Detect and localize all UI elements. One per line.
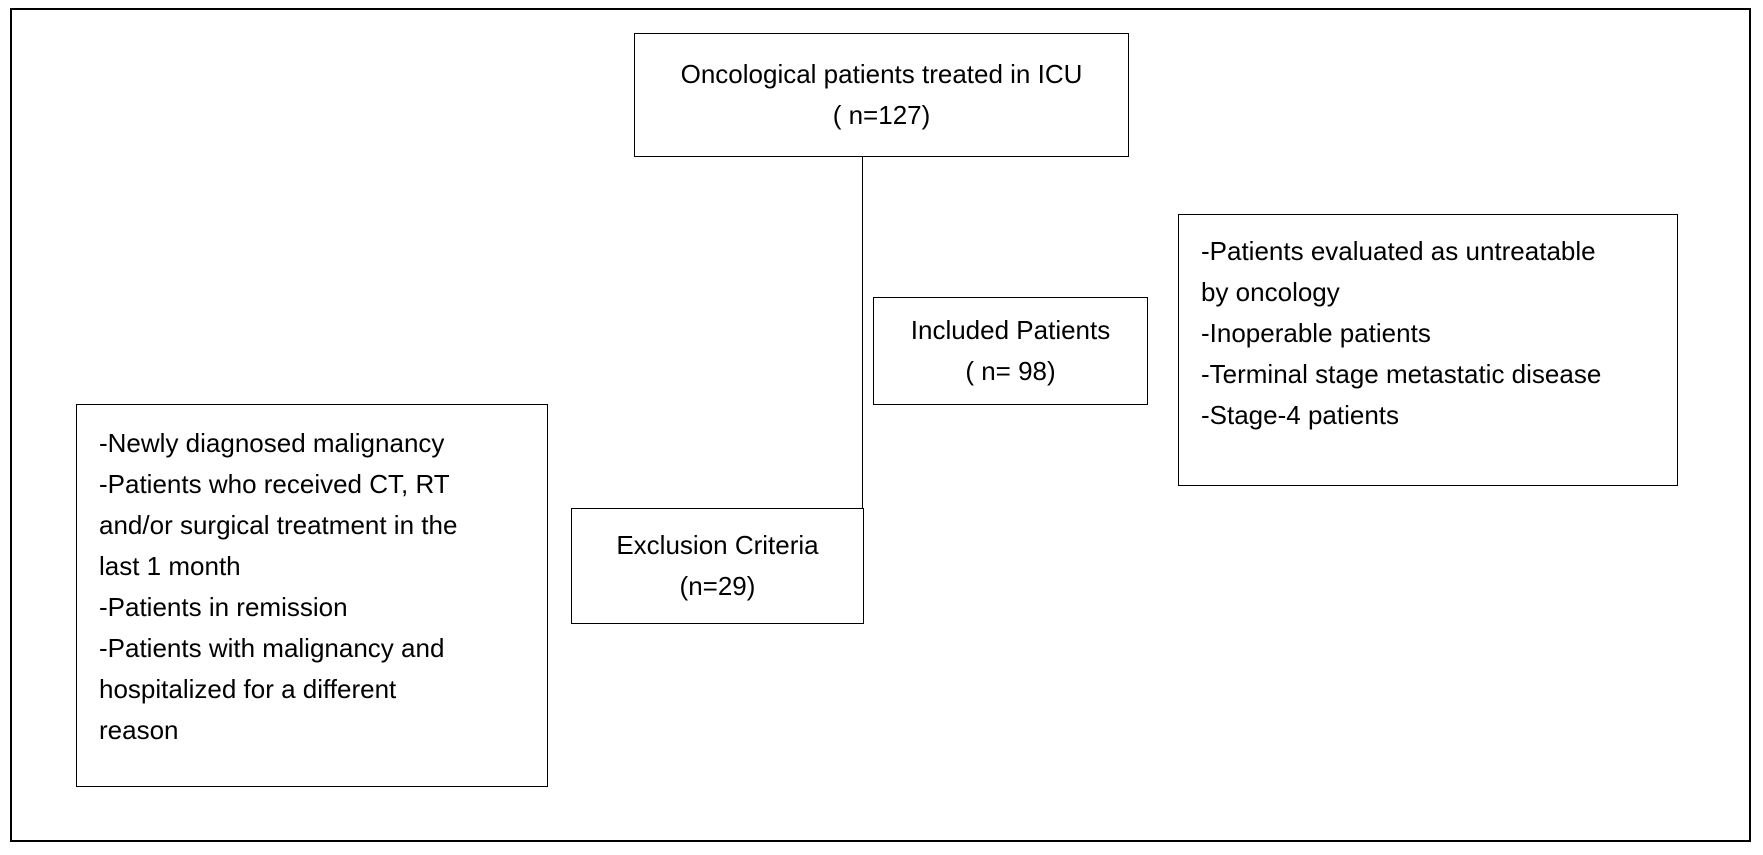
list-item: -Patients who received CT, RT <box>99 469 450 499</box>
list-item: -Inoperable patients <box>1201 318 1431 348</box>
included-patients-title: Included Patients <box>910 315 1111 345</box>
list-item: last 1 month <box>99 551 241 581</box>
exclusion-criteria-title: Exclusion Criteria <box>616 530 819 560</box>
list-item: -Patients evaluated as untreatable <box>1201 236 1596 266</box>
list-item: -Patients in remission <box>99 592 348 622</box>
diagram-frame <box>10 8 1751 842</box>
included-patients-count: ( n= 98) <box>965 356 1056 386</box>
exclusion-criteria-count: (n=29) <box>679 571 756 601</box>
list-item: by oncology <box>1201 277 1340 307</box>
included-criteria-list-box: -Patients evaluated as untreatable by on… <box>1178 214 1678 486</box>
total-patients-box: Oncological patients treated in ICU ( n=… <box>634 33 1129 157</box>
list-item: -Newly diagnosed malignancy <box>99 428 445 458</box>
exclusion-criteria-list-box: -Newly diagnosed malignancy -Patients wh… <box>76 404 548 787</box>
total-patients-count: ( n=127) <box>832 100 931 130</box>
list-item: -Patients with malignancy and <box>99 633 445 663</box>
total-patients-title: Oncological patients treated in ICU <box>680 59 1083 89</box>
connector-line <box>862 157 863 508</box>
list-item: hospitalized for a different <box>99 674 397 704</box>
list-item: and/or surgical treatment in the <box>99 510 458 540</box>
list-item: -Terminal stage metastatic disease <box>1201 359 1602 389</box>
list-item: reason <box>99 715 179 745</box>
exclusion-criteria-box: Exclusion Criteria (n=29) <box>571 508 864 624</box>
list-item: -Stage-4 patients <box>1201 400 1400 430</box>
included-patients-box: Included Patients ( n= 98) <box>873 297 1148 405</box>
